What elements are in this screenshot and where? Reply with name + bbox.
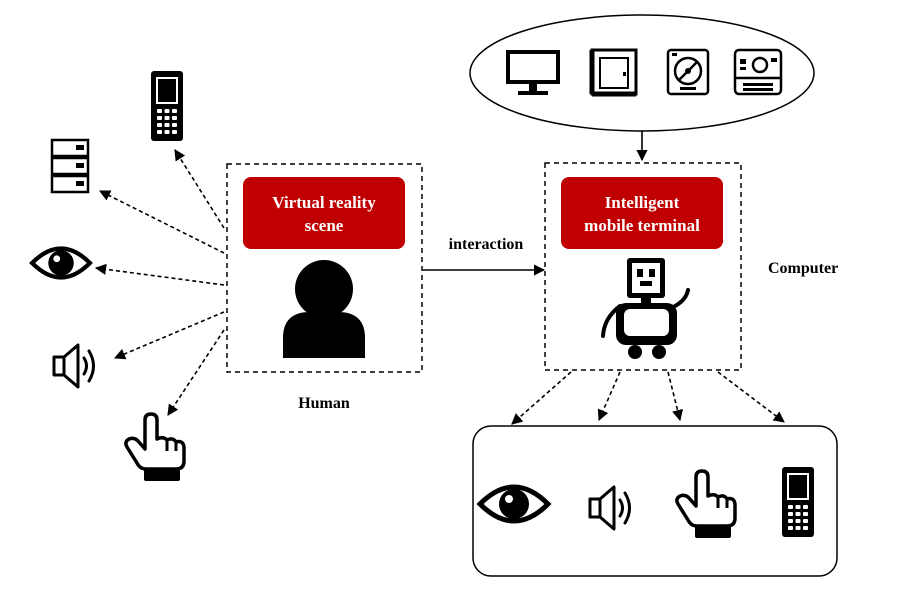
human-caption: Human [298, 395, 350, 412]
output-panel [472, 425, 838, 577]
robot-icon [601, 258, 690, 359]
computer-dashed-box [544, 162, 742, 371]
computer-caption: Computer [768, 260, 838, 277]
mobile-phone-icon [782, 467, 814, 537]
vr-scene-label-line2: scene [305, 216, 344, 235]
terminal-label-line1: Intelligent [605, 193, 680, 212]
eye-icon [32, 249, 90, 278]
disc-player-icon [666, 48, 710, 96]
terminal-label-line2: mobile terminal [584, 216, 700, 235]
vr-scene-label-line1: Virtual reality [272, 193, 376, 212]
camera-icon [733, 48, 783, 96]
vr-scene-label-box [243, 177, 405, 249]
interaction-label: interaction [449, 236, 524, 253]
speaker-icon [52, 343, 95, 389]
terminal-label-box [561, 177, 723, 249]
pointing-hand-icon [124, 412, 186, 483]
server-icon [50, 138, 90, 194]
output-arrows [511, 371, 785, 425]
mobile-phone-icon [151, 71, 183, 141]
human-sense-arrows [94, 149, 225, 416]
person-icon [283, 260, 365, 358]
human-dashed-box [226, 163, 423, 373]
window-frame-icon [592, 50, 636, 94]
